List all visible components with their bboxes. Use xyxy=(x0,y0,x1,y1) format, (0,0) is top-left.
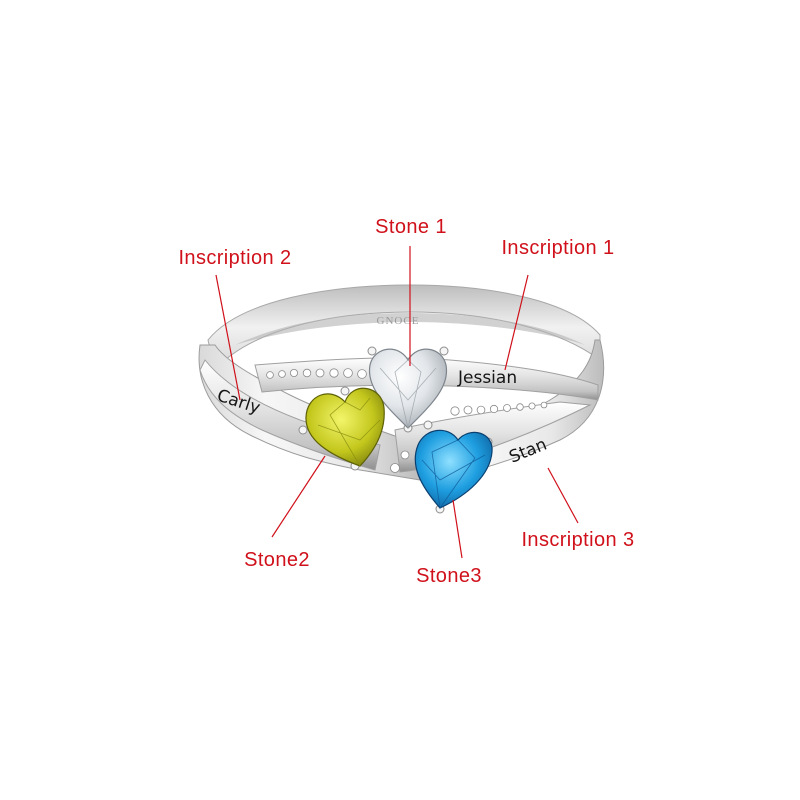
callout-stone-1: Stone 1 xyxy=(375,216,447,238)
callout-stone-2: Stone2 xyxy=(244,549,310,571)
callout-inscription-2: Inscription 2 xyxy=(178,247,291,269)
callout-inscription-1: Inscription 1 xyxy=(501,237,614,259)
pave-accent-stones xyxy=(266,368,548,473)
engraving-inscription-1: Jessian xyxy=(457,368,517,388)
callout-stone-3: Stone3 xyxy=(416,565,482,587)
leader-inscription-2 xyxy=(215,274,241,401)
white-heart-facets xyxy=(379,359,437,429)
yellow-green-heart-facets xyxy=(317,397,381,467)
blue-heart-facets xyxy=(421,439,486,510)
brand-stamp: GNOCE xyxy=(377,315,420,327)
leader-inscription-3 xyxy=(547,467,579,524)
ring-inner-shadow xyxy=(235,313,585,345)
leader-stone-3 xyxy=(452,499,463,559)
callout-inscription-3: Inscription 3 xyxy=(521,529,634,551)
leader-inscription-1 xyxy=(504,274,529,371)
leader-stone-2 xyxy=(271,455,326,538)
